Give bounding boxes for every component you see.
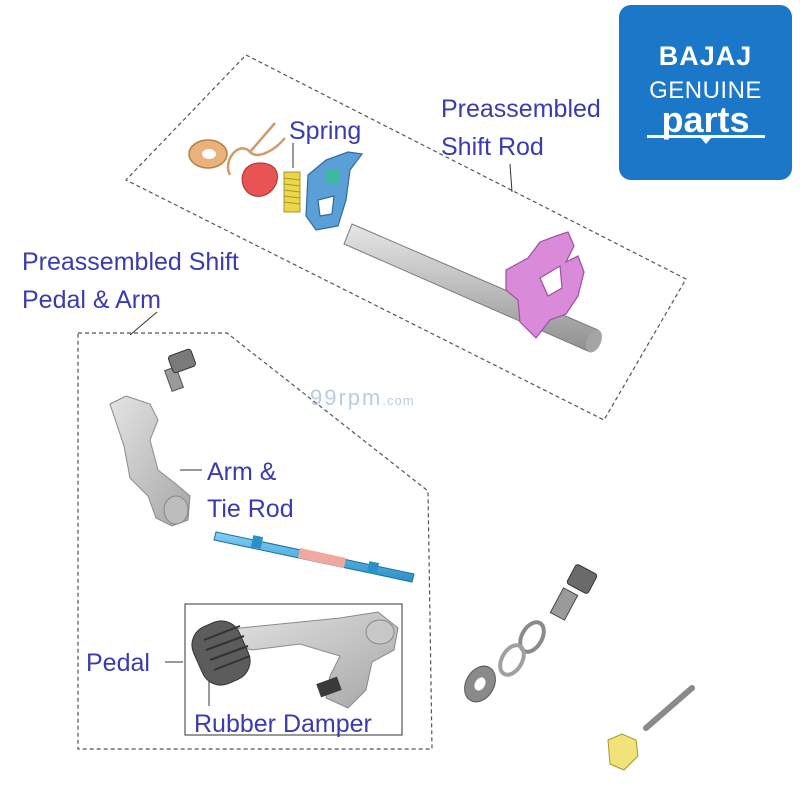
shift-fork-part xyxy=(505,231,585,339)
flat-washer-hole xyxy=(474,677,486,691)
rubber-damper-ribs xyxy=(203,625,251,671)
watermark-main: 99rpm xyxy=(310,385,383,410)
bolt-threads xyxy=(163,365,185,393)
tie-rod-end-left xyxy=(250,535,264,549)
rubber-damper-part xyxy=(191,620,251,686)
pedal-arm-leader xyxy=(129,311,158,336)
label-arm-line1: Arm & xyxy=(207,458,277,486)
pedal-bolt xyxy=(316,676,342,698)
label-shift-rod-line2: Shift Rod xyxy=(441,133,544,161)
lever-tab xyxy=(325,170,339,184)
shift-lever-part xyxy=(305,151,364,231)
coil-spring-turns xyxy=(283,177,301,205)
ring-washer-2 xyxy=(498,643,526,677)
arm-hub xyxy=(163,495,189,525)
pedal-sub-box xyxy=(184,603,403,736)
logo-brand: BAJAJ xyxy=(658,41,753,71)
pivot-bolt-head xyxy=(566,564,598,594)
label-pedal-arm-line2: Pedal & Arm xyxy=(22,286,161,314)
shift-rod-group-outline xyxy=(125,54,687,421)
watermark: 99rpm.com xyxy=(310,385,415,411)
label-pedal: Pedal xyxy=(86,649,150,677)
label-arm-line2: Tie Rod xyxy=(207,495,294,523)
cam-part xyxy=(241,162,278,197)
bajaj-genuine-parts-logo: BAJAJ GENUINE parts xyxy=(619,5,792,180)
logo-underline xyxy=(647,135,765,138)
washer-hole xyxy=(202,149,216,159)
label-spring: Spring xyxy=(289,117,362,145)
pedal-pivot xyxy=(365,619,395,645)
shift-rod-leader xyxy=(509,163,513,193)
ring-washer-1 xyxy=(518,620,546,654)
tie-rod-end-right xyxy=(366,561,380,575)
label-pedal-arm-line1: Preassembled Shift xyxy=(22,248,239,276)
long-bolt xyxy=(643,685,695,731)
bolt-head xyxy=(167,348,197,374)
logo-genuine: GENUINE xyxy=(649,77,762,104)
pivot-bolt-threads xyxy=(549,587,579,621)
tie-rod-center xyxy=(298,548,346,568)
logo-arrow-icon xyxy=(700,137,712,144)
pedal-part xyxy=(212,611,399,709)
pedal-arm-group-outline xyxy=(77,332,433,750)
hex-nut xyxy=(607,733,639,771)
watermark-suffix: .com xyxy=(382,393,415,408)
logo-parts: parts xyxy=(661,99,750,140)
label-shift-rod-line1: Preassembled xyxy=(441,95,601,123)
shift-rod-end xyxy=(586,329,602,353)
arm-part xyxy=(109,395,191,527)
label-rubber-damper: Rubber Damper xyxy=(194,710,372,738)
wire-spring-part xyxy=(226,122,286,176)
